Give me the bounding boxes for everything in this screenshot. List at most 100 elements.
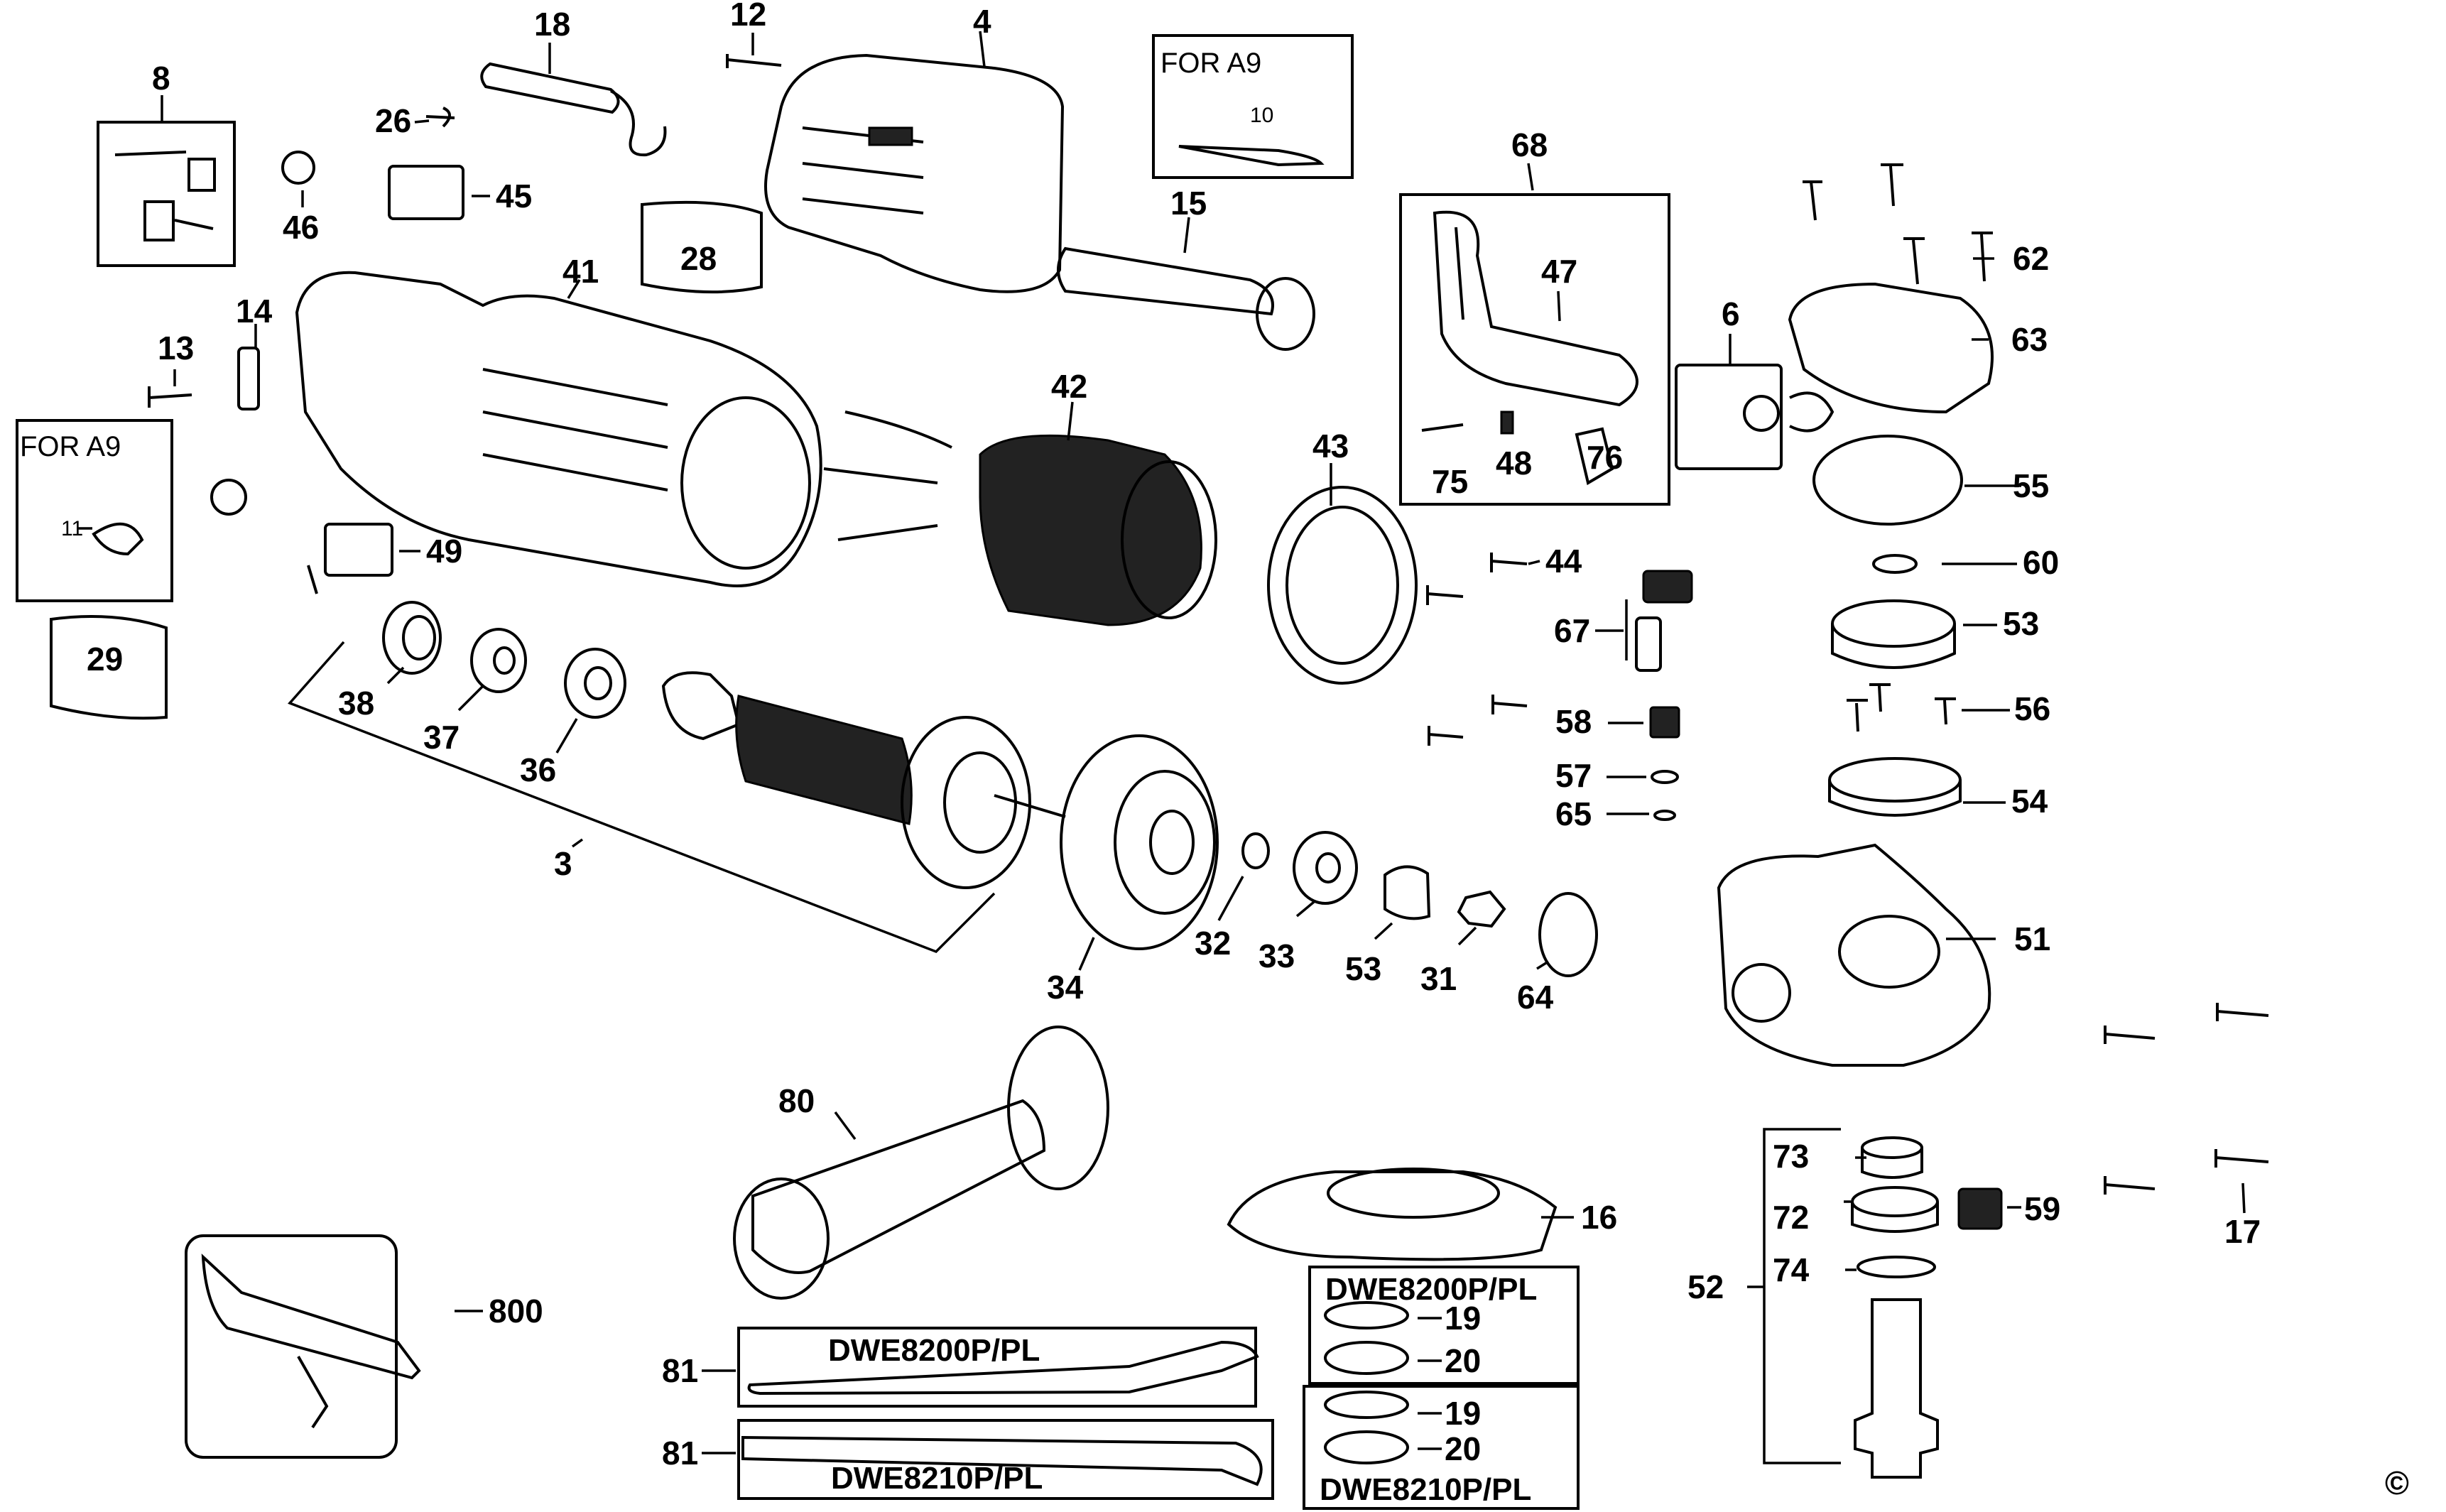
baffle-part-43	[1267, 486, 1418, 685]
label-81-bottom: 81	[662, 1435, 698, 1472]
cable-part-18	[480, 62, 667, 157]
spring-part-58	[1649, 706, 1680, 739]
model-wrench-bottom: DWE8210P/PL	[831, 1461, 1043, 1496]
label-74: 74	[1773, 1251, 1810, 1288]
bearing-part-53-center	[1384, 865, 1431, 920]
label-75: 75	[1432, 463, 1468, 500]
label-36: 36	[520, 751, 556, 788]
label-68: 68	[1511, 126, 1548, 163]
flange-part-20-top	[1324, 1341, 1409, 1375]
tool-800-box	[185, 1234, 398, 1459]
nut-part-31	[1457, 890, 1506, 928]
label-31: 31	[1420, 960, 1457, 997]
screw-part-12	[726, 54, 782, 68]
switch-part-49	[324, 523, 393, 577]
bearing-part-73	[1861, 1136, 1923, 1179]
screw-part-56	[1847, 683, 1956, 732]
model-flange-top: DWE8200P/PL	[1325, 1272, 1537, 1307]
flange-part-20-bottom	[1324, 1430, 1409, 1464]
field-part-42	[823, 410, 1217, 626]
label-48: 48	[1496, 445, 1532, 482]
label-76: 76	[1587, 439, 1623, 476]
clip-part-14	[237, 347, 260, 410]
label-38: 38	[338, 685, 374, 722]
tool-part-10	[1178, 145, 1325, 167]
leader-lines	[77, 31, 2246, 1454]
label-72: 72	[1773, 1199, 1809, 1236]
label-52: 52	[1687, 1268, 1724, 1305]
brush-part-8	[114, 151, 216, 241]
label-80: 80	[778, 1082, 815, 1119]
label-73: 73	[1773, 1138, 1809, 1175]
cover-part-63	[1788, 282, 1994, 414]
side-handle-part-80	[733, 1026, 1109, 1300]
label-43: 43	[1312, 428, 1349, 464]
washer-part-32	[1241, 832, 1270, 869]
label-59: 59	[2024, 1190, 2060, 1227]
label-51: 51	[2014, 920, 2050, 957]
label-65: 65	[1555, 795, 1592, 832]
label-45: 45	[496, 178, 532, 214]
label-11: 11	[61, 517, 83, 540]
label-800: 800	[489, 1293, 543, 1329]
brush-kit-box	[97, 121, 236, 267]
label-3: 3	[554, 845, 572, 882]
screw-part-13	[148, 386, 192, 408]
bearing-part-54	[1828, 757, 1962, 817]
paddle-part-47	[1433, 210, 1638, 407]
label-4: 4	[973, 3, 991, 40]
for-a9-top-box	[1152, 34, 1354, 179]
label-58: 58	[1555, 703, 1592, 740]
flange-part-19-top	[1324, 1301, 1409, 1329]
switch-part-45	[388, 165, 464, 220]
flange-part-19-bottom	[1324, 1391, 1409, 1419]
label-55: 55	[2013, 467, 2049, 504]
oring-part-55	[1812, 435, 1963, 526]
tool-part-800	[201, 1253, 421, 1429]
screw-part-49	[307, 565, 318, 594]
label-28: 28	[680, 240, 717, 277]
label-26: 26	[375, 102, 411, 139]
paddle-switch-box	[1399, 193, 1670, 506]
label-plate-28	[641, 200, 763, 294]
label-53-right: 53	[2003, 605, 2039, 642]
label-29: 29	[87, 641, 123, 678]
label-19-bottom: 19	[1445, 1395, 1481, 1432]
label-56: 56	[2014, 690, 2050, 727]
label-54: 54	[2011, 783, 2048, 820]
label-42: 42	[1051, 368, 1087, 405]
label-8: 8	[152, 60, 170, 97]
label-47: 47	[1541, 253, 1577, 290]
holder-part-67	[1635, 570, 1693, 672]
screw-part-44	[1426, 553, 1528, 746]
label-32: 32	[1195, 925, 1231, 962]
armature-part-3	[661, 671, 1066, 889]
label-63: 63	[2011, 321, 2048, 358]
label-37: 37	[423, 719, 460, 756]
washer-part-65	[1653, 810, 1676, 821]
bearing-part-38	[382, 601, 442, 675]
lever-part-76	[1575, 427, 1614, 486]
flange-bottom-box	[1303, 1385, 1580, 1510]
label-6: 6	[1722, 295, 1740, 332]
washer-part-37	[470, 628, 527, 693]
wrench-top-box	[737, 1327, 1257, 1408]
part-11	[92, 522, 144, 556]
label-67: 67	[1554, 612, 1590, 649]
guard-part-16	[1227, 1168, 1558, 1261]
label-12: 12	[730, 0, 766, 33]
housing-part-4	[764, 53, 1065, 293]
copyright-mark: ©	[2385, 1464, 2409, 1501]
gearcase-part-51	[1717, 843, 1991, 1067]
label-20-top: 20	[1445, 1342, 1481, 1379]
label-19-top: 19	[1445, 1300, 1481, 1337]
screw-part-62	[1803, 163, 1993, 285]
note-for-a9-left: FOR A9	[20, 431, 121, 462]
screw-part-17	[2104, 1003, 2269, 1195]
washer-part-60	[1872, 554, 1918, 574]
label-60: 60	[2023, 544, 2059, 581]
screw-part-26	[425, 107, 455, 128]
fan-part-34	[1060, 734, 1219, 950]
pin-part-75	[1421, 423, 1464, 432]
